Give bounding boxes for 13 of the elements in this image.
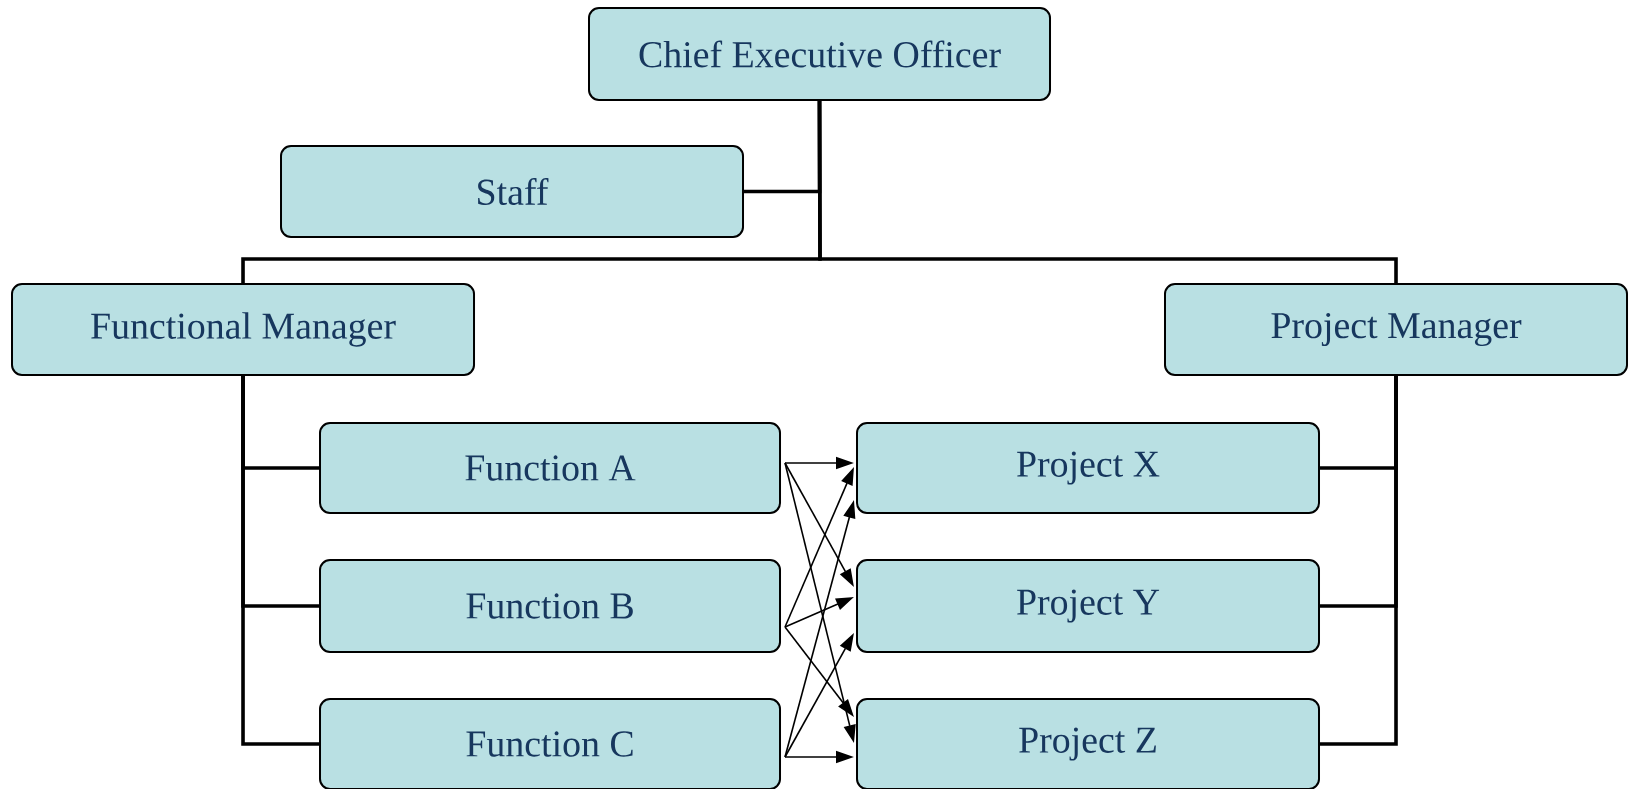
org-box: Project Manager xyxy=(1164,283,1628,376)
connector-line xyxy=(1320,376,1398,746)
org-box: Project Y xyxy=(856,559,1320,653)
org-box: Project Z xyxy=(856,698,1320,789)
org-box: Project X xyxy=(856,422,1320,514)
org-box: Function C xyxy=(319,698,781,789)
connector-line xyxy=(817,101,1398,283)
org-box: Staff xyxy=(280,145,744,238)
org-box: Function B xyxy=(319,559,781,653)
org-box: Chief Executive Officer xyxy=(588,7,1051,101)
org-box: Function A xyxy=(319,422,781,514)
connector-line xyxy=(241,376,319,746)
org-box: Functional Manager xyxy=(11,283,475,376)
